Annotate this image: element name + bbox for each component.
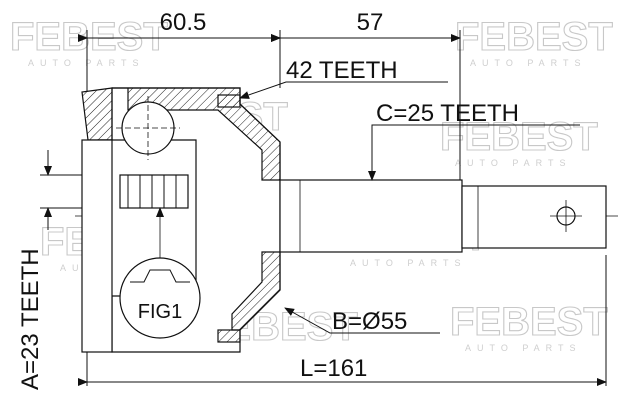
dim-shaft-label: 57 (357, 9, 384, 36)
total-length-label: L=161 (300, 355, 367, 382)
abs-ring-teeth-label: 42 TEETH (286, 57, 398, 84)
stub-shaft (279, 179, 463, 253)
watermark-tagline-1: AUTO PARTS (28, 58, 145, 68)
leader-outer-spline (368, 124, 580, 181)
outer-spline-teeth-label: C=25 TEETH (376, 100, 519, 127)
watermark-brand-8: FEBEST (450, 300, 608, 344)
watermark-tagline-6: AUTO PARTS (350, 258, 467, 268)
watermark-tagline-7: AUTO PARTS (465, 343, 582, 353)
watermark-tagline-2: AUTO PARTS (470, 58, 587, 68)
housing-lip-hatch (81, 87, 113, 141)
housing-front-face (81, 139, 113, 353)
leader-abs-ring (239, 81, 448, 99)
watermark-brand-1: FEBEST (10, 15, 168, 59)
leader-lines (239, 81, 580, 334)
outer-spline-section (461, 185, 607, 249)
abs-ring-top (217, 94, 241, 108)
fig1-label: FIG1 (138, 301, 182, 323)
inner-spline-teeth-label: A=23 TEETH (17, 248, 44, 390)
dim-housing-label: 60.5 (160, 9, 207, 36)
watermark-brand-4: FEBEST (440, 115, 598, 159)
dimension-lines (44, 34, 607, 386)
cv-joint-part (81, 87, 607, 353)
watermark-tagline-4: AUTO PARTS (455, 158, 572, 168)
inner-spline-hub (119, 174, 189, 209)
leader-outer-diameter (284, 307, 440, 334)
inner-spline-teeth (127, 175, 177, 208)
watermark-brand-2: FEBEST (455, 15, 613, 59)
outer-diameter-label: B=Ø55 (332, 308, 407, 335)
housing-lower-hatch (231, 251, 281, 331)
abs-ring-bottom (217, 329, 241, 343)
